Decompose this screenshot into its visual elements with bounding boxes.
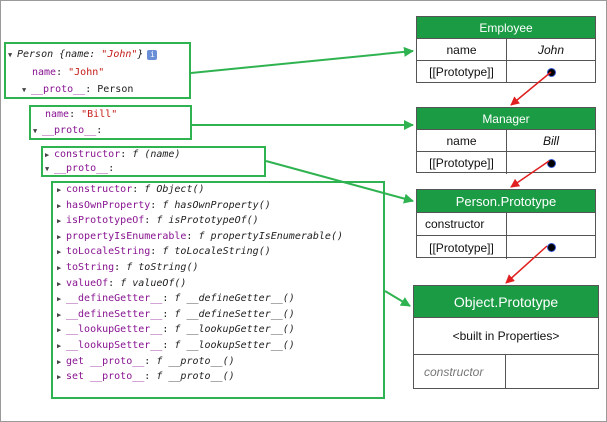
object-member-row[interactable]: ▶toLocaleString: f toLocaleString() — [57, 246, 271, 258]
expand-triangle-icon[interactable]: ▶ — [57, 342, 62, 350]
expand-triangle-icon[interactable]: ▶ — [57, 279, 62, 288]
arrow-constructor-to-person-prototype — [265, 160, 414, 204]
person-object-line[interactable]: ▼Person {name: "John"}i — [8, 48, 158, 62]
employee-card: Employee name John [[Prototype]] — [416, 16, 596, 83]
highlight-box-object-members — [51, 181, 385, 399]
arrow-manager-to-person-prototype — [510, 160, 550, 188]
arrow-person-to-employee — [190, 46, 414, 74]
bill-proto-line[interactable]: ▼__proto__: — [33, 125, 103, 136]
expand-triangle-icon[interactable]: ▶ — [57, 232, 62, 241]
object-prototype-builtin-label: <built in Properties> — [452, 329, 560, 343]
highlight-box-constructor — [41, 146, 266, 177]
manager-name-value: Bill — [542, 133, 559, 148]
expand-triangle-icon[interactable]: ▶ — [57, 248, 62, 257]
expand-triangle-icon[interactable]: ▶ — [45, 151, 50, 159]
expand-triangle-icon[interactable]: ▶ — [57, 295, 62, 304]
person-prototype-card-title: Person.Prototype — [417, 190, 595, 213]
employee-name-value: John — [537, 42, 565, 57]
info-icon[interactable]: i — [147, 50, 158, 60]
expand-triangle-icon[interactable]: ▶ — [57, 201, 62, 210]
object-prototype-builtin-row: <built in Properties> — [414, 318, 598, 355]
highlight-box-bill — [29, 105, 192, 140]
object-member-row[interactable]: ▶__lookupSetter__: f __lookupSetter__() — [57, 340, 295, 351]
expand-triangle-icon[interactable]: ▼ — [8, 51, 13, 59]
arrow-employee-to-manager — [510, 71, 552, 106]
person-name-property: name: "John" — [32, 67, 105, 78]
object-member-row[interactable]: ▶__lookupGetter__: f __lookupGetter__() — [57, 324, 295, 336]
person-prototype-constructor-label: constructor — [417, 213, 507, 235]
object-member-row[interactable]: ▶__defineSetter__: f __defineSetter__() — [57, 308, 295, 320]
expand-triangle-icon[interactable]: ▶ — [57, 357, 62, 366]
expand-triangle-icon[interactable]: ▶ — [57, 310, 62, 319]
object-member-row[interactable]: ▶valueOf: f valueOf() — [57, 277, 187, 289]
object-class-name: Person — [17, 49, 54, 60]
object-member-row[interactable]: ▶isPrototypeOf: f isPrototypeOf() — [57, 215, 259, 227]
expand-triangle-icon[interactable]: ▼ — [33, 127, 38, 135]
person-proto-line[interactable]: ▼__proto__: Person — [22, 84, 134, 95]
manager-card-title: Manager — [417, 108, 595, 130]
object-member-row[interactable]: ▶set __proto__: f __proto__() — [57, 371, 235, 383]
highlight-box-person — [4, 42, 191, 99]
object-prototype-constructor-label: constructor — [414, 355, 506, 388]
employee-prototype-label: [[Prototype]] — [417, 61, 507, 83]
object-member-row[interactable]: ▶get __proto__: f __proto__() — [57, 355, 235, 367]
expand-triangle-icon[interactable]: ▼ — [45, 165, 50, 173]
expand-triangle-icon[interactable]: ▶ — [57, 373, 62, 382]
object-member-row[interactable]: ▶hasOwnProperty: f hasOwnProperty() — [57, 199, 271, 211]
object-prototype-card: Object.Prototype <built in Properties> c… — [413, 285, 599, 389]
object-member-row[interactable]: ▶toString: f toString() — [57, 262, 199, 273]
expand-triangle-icon[interactable]: ▶ — [57, 264, 62, 272]
ctor-proto-line[interactable]: ▼__proto__: — [45, 163, 115, 174]
manager-card: Manager name Bill [[Prototype]] — [416, 107, 596, 174]
expand-triangle-icon[interactable]: ▶ — [57, 326, 62, 335]
constructor-line[interactable]: ▶constructor: f (name) — [45, 149, 181, 160]
person-prototype-card: Person.Prototype constructor [[Prototype… — [416, 189, 596, 259]
employee-name-label: name — [417, 39, 507, 60]
object-member-row[interactable]: ▶__defineGetter__: f __defineGetter__() — [57, 293, 295, 305]
prototype-pointer-dot — [546, 243, 556, 252]
expand-triangle-icon[interactable]: ▼ — [22, 86, 27, 94]
expand-triangle-icon[interactable]: ▶ — [57, 217, 62, 226]
object-member-row[interactable]: ▶constructor: f Object() — [57, 184, 205, 195]
arrow-members-to-object-prototype — [384, 290, 411, 307]
arrow-person-prototype-to-object-prototype — [505, 245, 548, 284]
person-prototype-prototype-label: [[Prototype]] — [417, 236, 507, 259]
manager-prototype-label: [[Prototype]] — [417, 152, 507, 174]
bill-name-property: name: "Bill" — [45, 109, 118, 120]
object-prototype-card-title: Object.Prototype — [414, 286, 598, 318]
expand-triangle-icon[interactable]: ▶ — [57, 186, 62, 194]
manager-name-label: name — [417, 130, 507, 151]
object-member-row[interactable]: ▶propertyIsEnumerable: f propertyIsEnume… — [57, 230, 343, 242]
employee-card-title: Employee — [417, 17, 595, 39]
